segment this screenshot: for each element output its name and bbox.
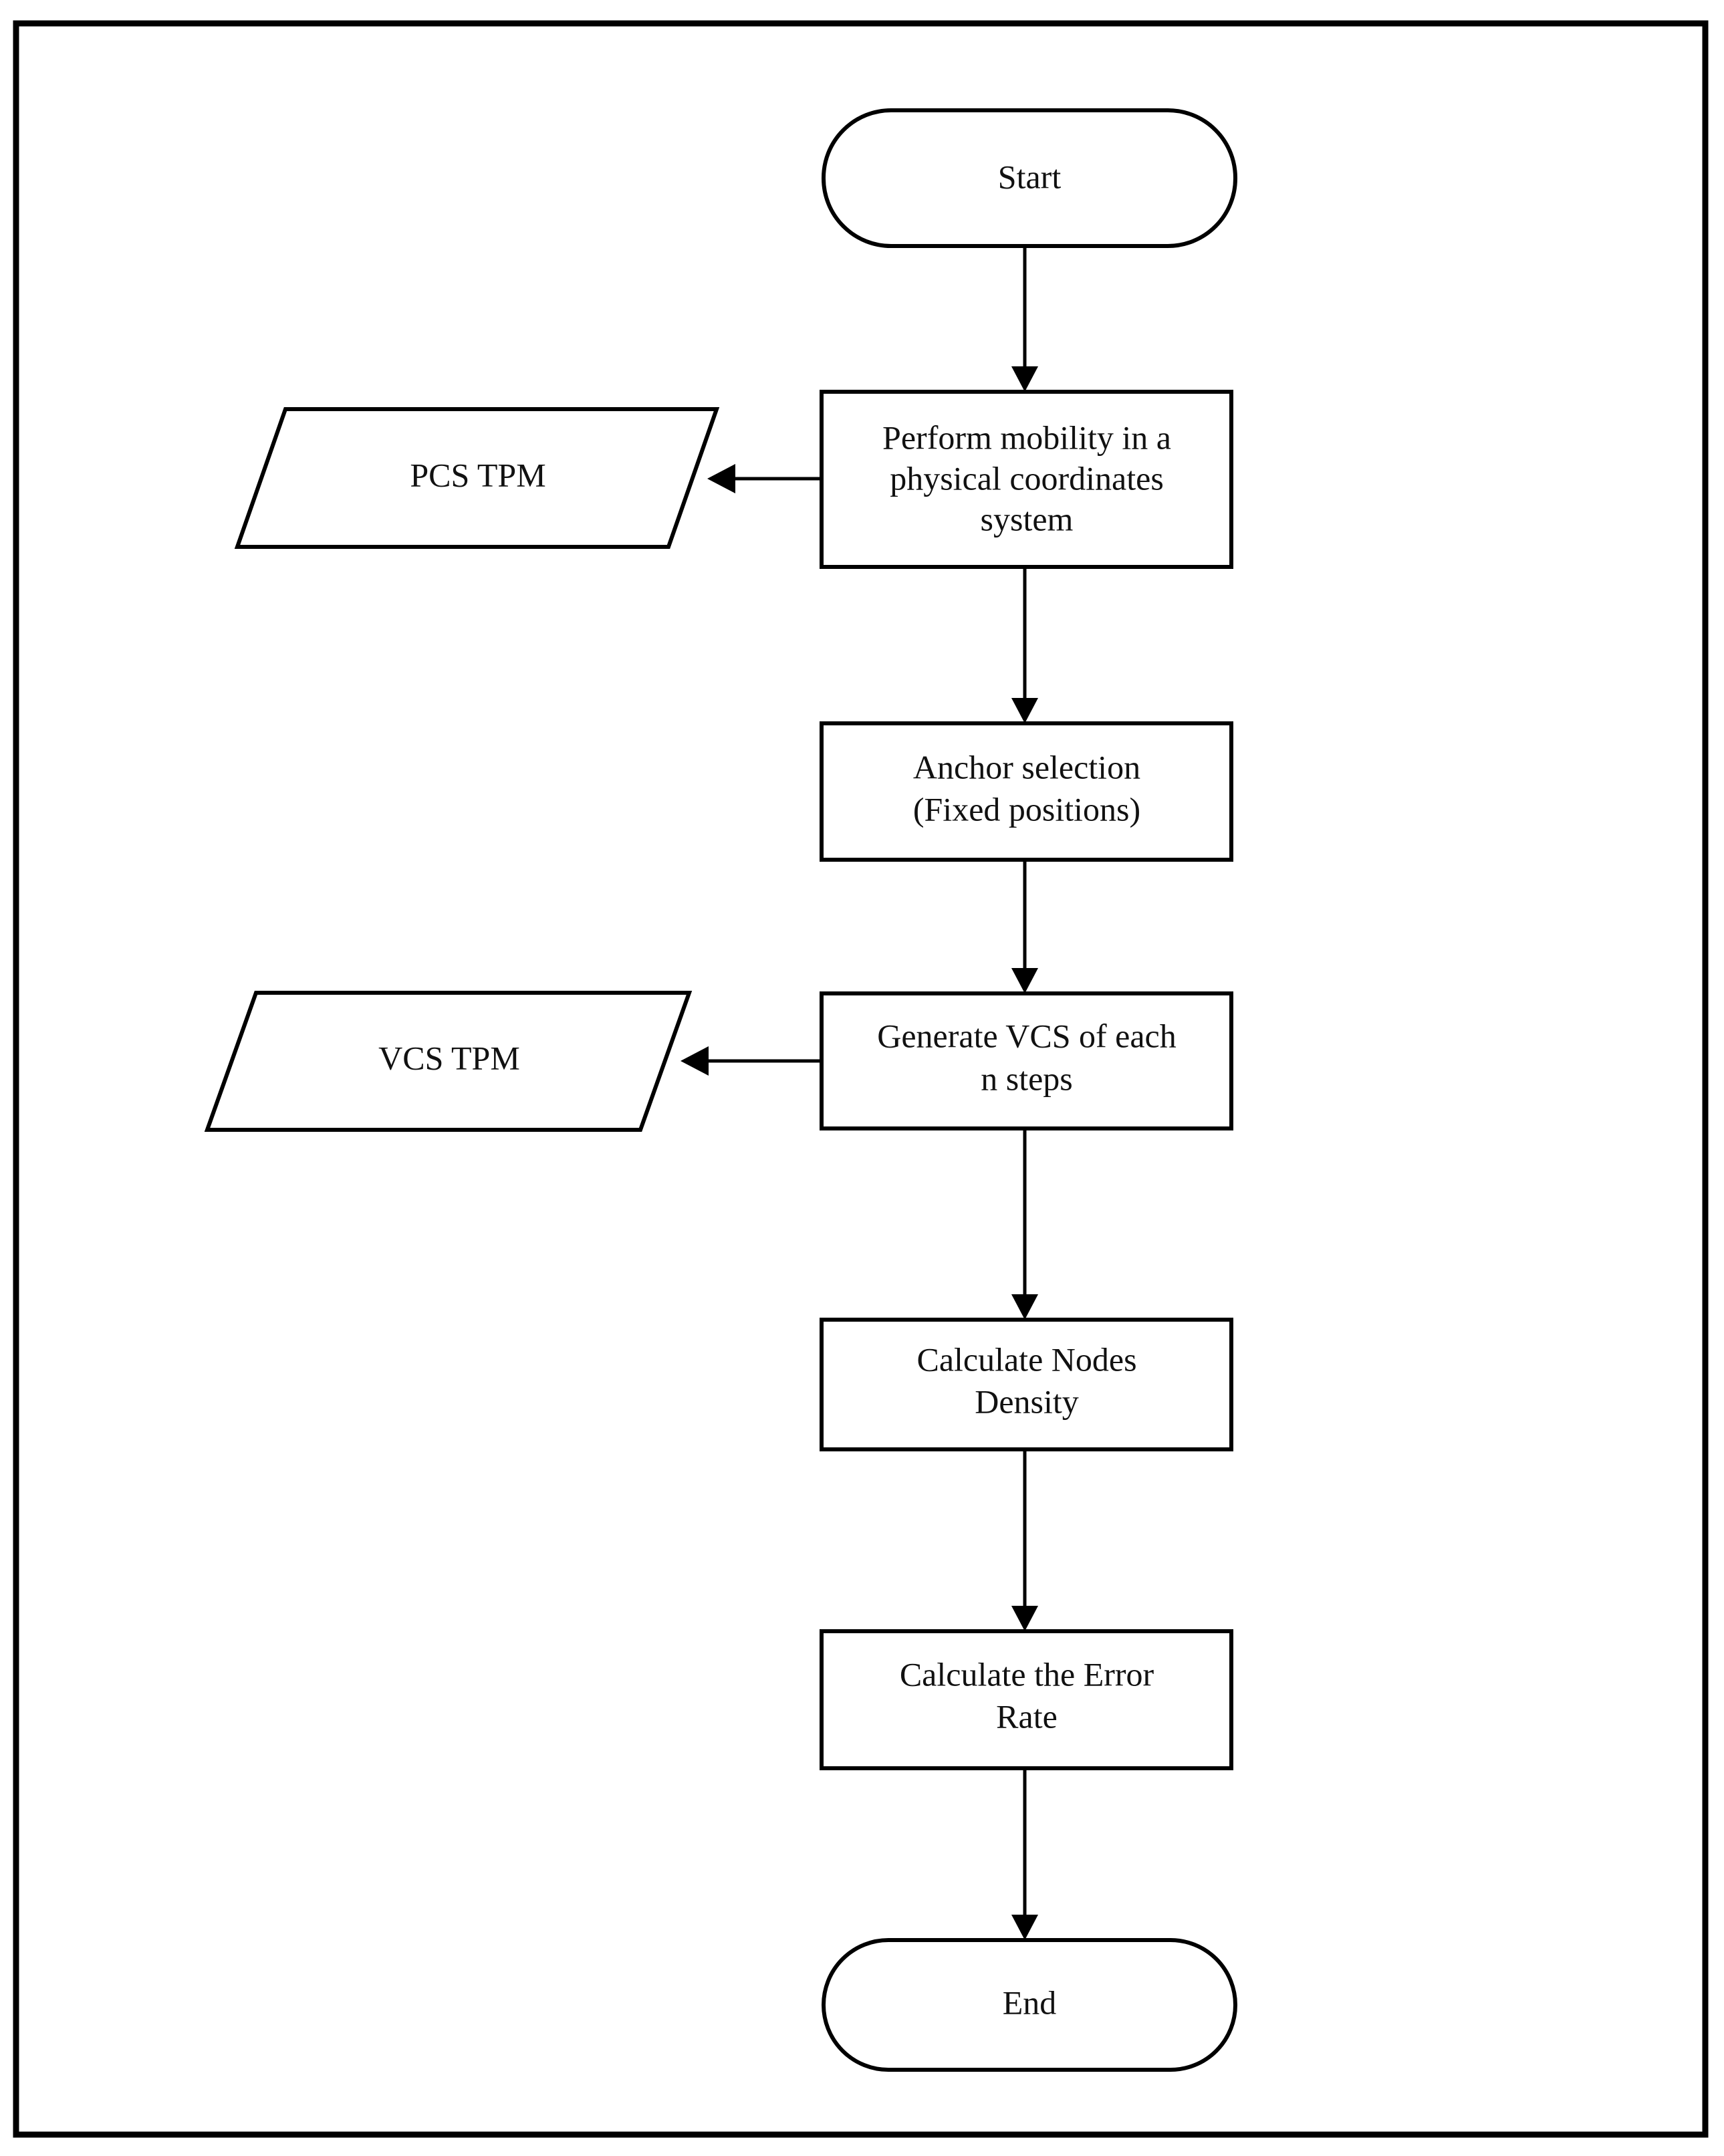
perform-mobility-line3: system <box>981 500 1074 537</box>
generate-vcs-process-shape <box>820 991 1233 1130</box>
calculate-error-line1: Calculate the Error <box>900 1655 1154 1693</box>
generate-vcs-line2: n steps <box>981 1060 1073 1097</box>
edge-perform-mobility-to-pcs-tpm <box>707 464 820 493</box>
arrow-head-left-icon <box>707 464 735 493</box>
calculate-density-line2: Density <box>975 1383 1079 1420</box>
arrow-head-down-icon <box>1011 366 1038 392</box>
calculate-error-line2: Rate <box>996 1697 1058 1735</box>
node-calculate-error[interactable]: Calculate the Error Rate <box>820 1629 1233 1770</box>
node-anchor-selection[interactable]: Anchor selection (Fixed positions) <box>820 721 1233 862</box>
node-calculate-density[interactable]: Calculate Nodes Density <box>820 1318 1233 1451</box>
end-terminator-shape <box>822 1938 1237 2072</box>
anchor-selection-process-shape <box>820 721 1233 862</box>
calculate-density-line1: Calculate Nodes <box>916 1340 1136 1378</box>
arrow-head-down-icon <box>1011 1915 1038 1940</box>
arrow-head-down-icon <box>1011 1294 1038 1320</box>
calculate-error-process-shape <box>820 1629 1233 1770</box>
arrow-head-left-icon <box>681 1046 709 1076</box>
node-vcs-tpm[interactable]: VCS TPM <box>204 991 693 1132</box>
node-perform-mobility[interactable]: Perform mobility in a physical coordinat… <box>820 390 1233 569</box>
start-terminator-shape <box>822 108 1237 248</box>
perform-mobility-process-shape <box>820 390 1233 569</box>
node-generate-vcs[interactable]: Generate VCS of each n steps <box>820 991 1233 1130</box>
pcs-tpm-label: PCS TPM <box>410 456 545 493</box>
arrow-head-down-icon <box>1011 698 1038 723</box>
arrow-head-down-icon <box>1011 968 1038 993</box>
edge-calculate-density-to-calculate-error <box>1011 1449 1038 1631</box>
pcs-tpm-parallelogram-shape <box>234 407 720 549</box>
node-start[interactable]: Start <box>822 108 1237 248</box>
figure-border <box>13 20 1709 2138</box>
vcs-tpm-parallelogram-shape <box>204 991 693 1132</box>
perform-mobility-line1: Perform mobility in a <box>882 418 1171 456</box>
arrow-head-down-icon <box>1011 1606 1038 1631</box>
edge-start-to-perform-mobility <box>1011 246 1038 392</box>
edge-generate-vcs-to-calculate-density <box>1011 1128 1038 1320</box>
calculate-density-process-shape <box>820 1318 1233 1451</box>
node-end[interactable]: End <box>822 1938 1237 2072</box>
anchor-selection-line2: (Fixed positions) <box>913 790 1140 828</box>
generate-vcs-line1: Generate VCS of each <box>877 1017 1177 1054</box>
vcs-tpm-label: VCS TPM <box>378 1039 520 1076</box>
edge-generate-vcs-to-vcs-tpm <box>681 1046 820 1076</box>
edge-anchor-selection-to-generate-vcs <box>1011 859 1038 993</box>
node-pcs-tpm[interactable]: PCS TPM <box>234 407 720 549</box>
start-label: Start <box>998 158 1062 195</box>
end-label: End <box>1003 1984 1057 2021</box>
edge-perform-mobility-to-anchor-selection <box>1011 567 1038 723</box>
edge-calculate-error-to-end <box>1011 1768 1038 1940</box>
anchor-selection-line1: Anchor selection <box>913 748 1140 786</box>
perform-mobility-line2: physical coordinates <box>890 459 1164 497</box>
